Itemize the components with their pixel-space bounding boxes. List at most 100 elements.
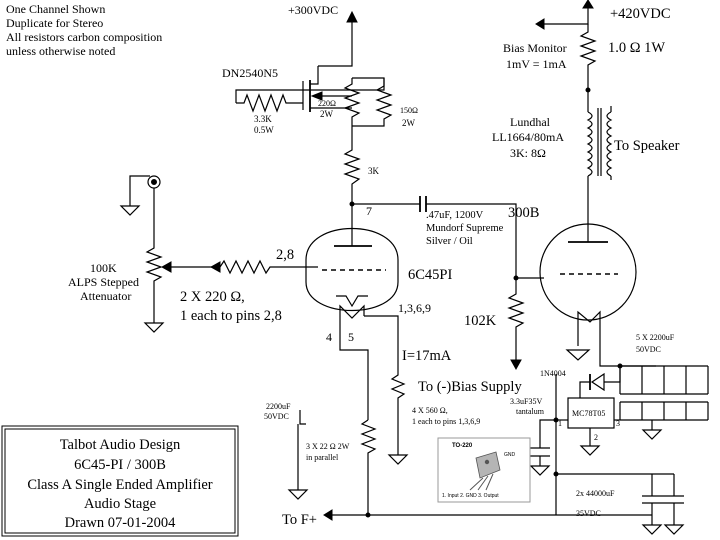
regulator-pin3: 3 [616, 419, 620, 428]
cap-big-voltage: 35VDC [576, 509, 601, 518]
cap-wire-right [426, 203, 517, 278]
to-f-plus: To F+ [282, 374, 652, 528]
resistor-3k: 3K [343, 126, 380, 234]
b300-label: +300VDC [288, 3, 338, 17]
jack-center [151, 179, 157, 185]
resistor-1ohm-zigzag [579, 24, 597, 90]
regulator-pin2: 2 [594, 433, 598, 442]
jack-ground [119, 205, 141, 216]
coupling-capacitor: 7 .47uF, 1200V Mundorf Supreme Silver / … [352, 196, 517, 278]
grid-stopper-zigzag [171, 259, 318, 275]
title-block-inner [4, 428, 236, 534]
bias-arrow [510, 359, 522, 371]
cap-2200-value: 2200uF [266, 402, 291, 411]
cap-tant-wire [539, 419, 556, 448]
grid-stopper-arrow [209, 261, 221, 273]
output-transformer: Lundhal LL1664/80mA 3K: 8Ω To Speaker [492, 90, 680, 232]
bias-monitor-title: Bias Monitor [503, 41, 567, 55]
cap-tant-ground [529, 465, 551, 476]
resistor-220-power: 2W [320, 109, 334, 119]
tube-300b: 300B [508, 205, 656, 367]
b420-left-arrow [535, 18, 545, 30]
cap-big: 2x 44000uF 35VDC [556, 473, 685, 535]
b420-arrow [582, 0, 594, 9]
diode-label: 1N4004 [540, 369, 566, 378]
b300-wire [318, 20, 353, 67]
heater-resistor-zigzag [390, 315, 406, 455]
title-block-frame [1, 425, 239, 537]
resistor-220-zigzag [343, 78, 361, 126]
pot-brand: ALPS Stepped [68, 275, 139, 289]
grid-stopper-line2: 1 each to pins 2,8 [180, 308, 282, 324]
tube-300b-filament [577, 310, 601, 340]
tube-6c45-cathode [339, 304, 365, 322]
regulator-mc78t05: MC78T05 1 2 3 [553, 397, 620, 456]
resistor-150: 150Ω 2W [352, 78, 418, 128]
resistor-220: 220Ω 2W [318, 78, 361, 126]
cap-bank-value: 5 X 2200uF [636, 333, 675, 342]
resistor-3k-value: 3K [368, 166, 380, 176]
tube-6c45-envelope [305, 227, 399, 311]
title-type: Class A Single Ended Amplifier [27, 477, 212, 493]
grid-resistor-102k: 102K To (-)Bias Supply [418, 275, 544, 395]
b420-label: +420VDC [610, 6, 671, 22]
to220-hole [484, 459, 490, 465]
cathode-resistor-zigzag [360, 419, 377, 515]
diode-wire-right [604, 366, 621, 383]
title-model: 6C45-PI / 300B [74, 457, 166, 473]
cap-tantalum: 3.3uF35V tantalum [510, 397, 556, 476]
regulator-part: MC78T05 [572, 409, 605, 418]
tube-300b-label: 300B [508, 205, 539, 221]
resistor-3k3: 3.3K 0.5W [235, 77, 385, 135]
cap-2200-voltage: 50VDC [264, 412, 289, 421]
pot-ground [143, 322, 165, 333]
cap-value: .47uF, 1200V [426, 210, 484, 221]
resistor-3k3-value: 3.3K [254, 114, 272, 124]
grid-resistor-zigzag [507, 278, 525, 360]
pin-28-label: 2,8 [276, 247, 294, 263]
pin-7-label: 7 [366, 204, 372, 218]
cathode-resistor-note: in parallel [306, 453, 339, 462]
cap-big-ground [641, 524, 663, 535]
diode-wire-left [579, 381, 590, 398]
cap-2200uf: 2200uF 50VDC [264, 402, 309, 500]
cap-bank: 5 X 2200uF 50VDC [617, 333, 709, 440]
b420-wire [544, 6, 589, 25]
pot-type: Attenuator [80, 289, 131, 303]
title-block: Talbot Audio Design 6C45-PI / 300B Class… [1, 425, 239, 537]
cap-tant-type: tantalum [516, 407, 545, 416]
resistor-3k3-power: 0.5W [254, 125, 274, 135]
xfmr-model: LL1664/80mA [492, 130, 564, 144]
b420-rail: +420VDC Bias Monitor 1mV = 1mA 1.0 Ω 1W [503, 0, 671, 93]
b300-rail: +300VDC [288, 3, 358, 67]
tube-300b-ground [565, 349, 591, 361]
pin-5-label: 5 [348, 330, 354, 344]
pin-4-label: 4 [326, 330, 332, 344]
resistor-1ohm-value: 1.0 Ω 1W [608, 40, 665, 56]
schematic-notes: One Channel Shown Duplicate for Stereo A… [6, 2, 162, 58]
cap-2200-wire [299, 410, 306, 425]
resistor-150-zigzag [352, 78, 393, 127]
to220-lead [469, 477, 484, 491]
heater-resistor-value: 4 X 560 Ω, [412, 406, 448, 415]
jack-shield [129, 175, 150, 206]
bias-monitor-scale: 1mV = 1mA [506, 57, 567, 71]
xfmr-brand: Lundhal [510, 115, 551, 129]
resistor-150-power: 2W [402, 118, 416, 128]
cap-big-ground [663, 524, 685, 535]
diode-body [590, 372, 605, 392]
to220-gnd: GND [504, 452, 516, 458]
note-line: Duplicate for Stereo [6, 16, 103, 30]
pot-zigzag [145, 240, 163, 323]
to-f-label: To F+ [282, 512, 317, 528]
cap-type: Silver / Oil [426, 236, 473, 247]
note-line: All resistors carbon composition [6, 30, 162, 44]
to220-pins: 1. Input 2. GND 3. Output [442, 493, 499, 499]
diode-1n4004: 1N4004 [540, 366, 621, 398]
attenuator-pot: 100K ALPS Stepped Attenuator [68, 240, 172, 333]
current-label: I=17mA [402, 348, 452, 364]
resistor-150-value: 150Ω [400, 106, 418, 115]
resistor-220-value: 220Ω [318, 99, 336, 108]
note-line: unless otherwise noted [6, 44, 115, 58]
